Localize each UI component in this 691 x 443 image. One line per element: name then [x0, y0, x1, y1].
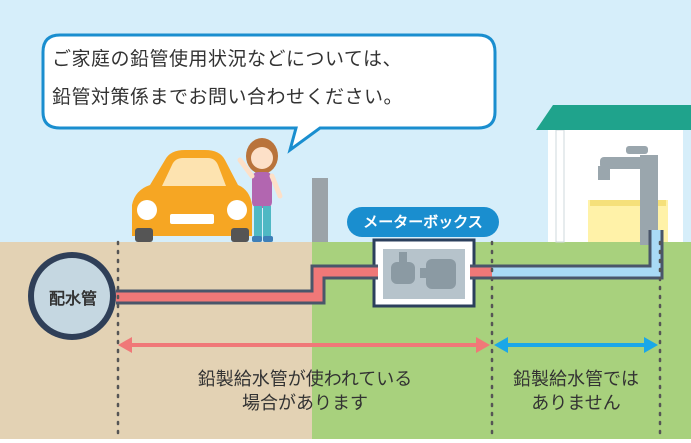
gate-post: [312, 178, 328, 242]
car-icon: [132, 150, 252, 242]
person-icon: [237, 138, 283, 242]
main-pipe-label: 配水管: [48, 289, 97, 308]
lead-used-line-2: 場合があります: [242, 393, 368, 414]
no-lead-range-arrow: [494, 337, 658, 353]
house-icon: [536, 105, 691, 245]
no-lead-line-1: 鉛製給水管では: [513, 369, 639, 390]
bubble-line-2: 鉛管対策係までお問い合わせください。: [52, 86, 404, 108]
meter-box-label: メーターボックス: [347, 207, 499, 237]
bubble-line-1: ご家庭の鉛管使用状況などについては、: [52, 48, 403, 70]
meter-box-icon: [372, 238, 476, 308]
speech-bubble: [41, 33, 497, 154]
no-lead-line-2: ありません: [531, 393, 621, 414]
lead-range-arrow: [118, 337, 490, 353]
lead-used-label: 鉛製給水管が使われている 場合があります: [150, 368, 460, 416]
lead-used-line-1: 鉛製給水管が使われている: [197, 369, 413, 390]
main-pipe-icon: [28, 252, 116, 340]
no-lead-label: 鉛製給水管では ありません: [496, 368, 656, 416]
